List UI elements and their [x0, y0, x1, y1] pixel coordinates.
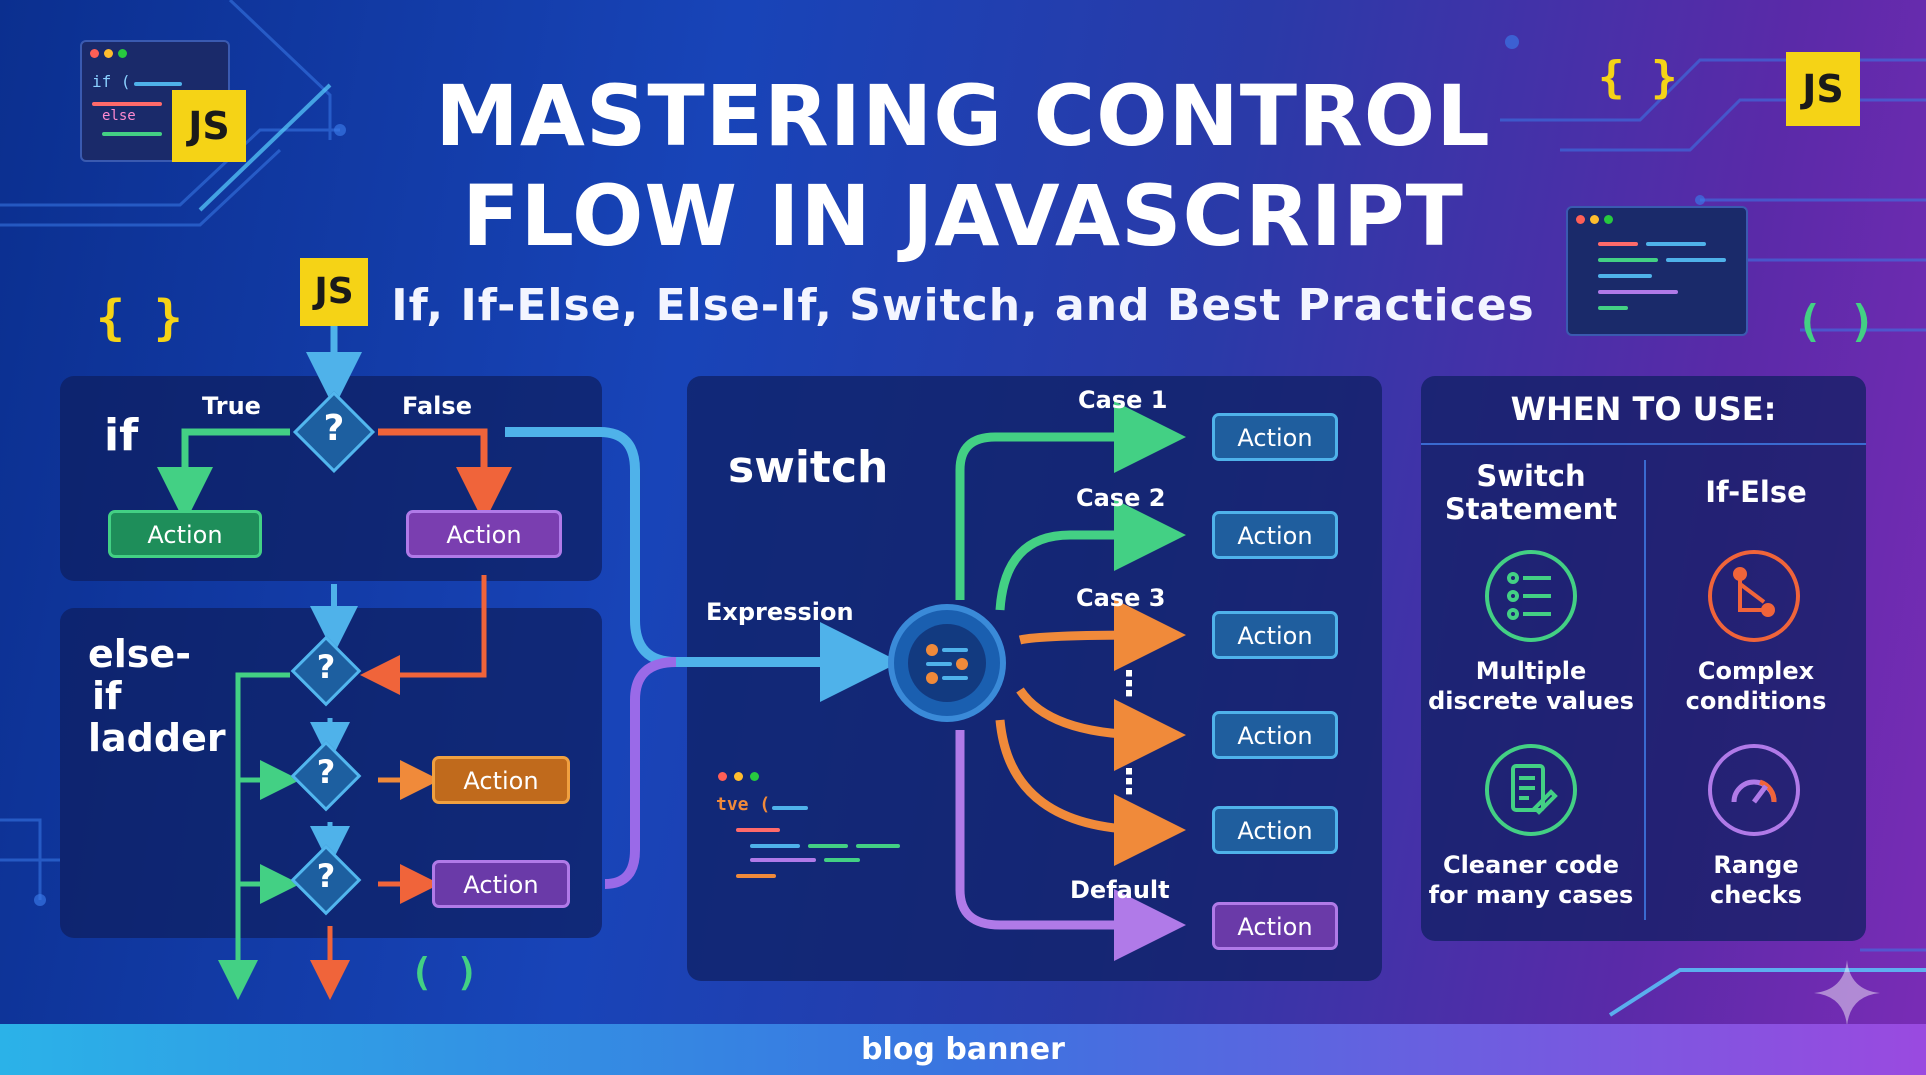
when-to-use-title: WHEN TO USE: — [1510, 390, 1777, 428]
caption-complex-2: conditions — [1685, 687, 1827, 715]
default-label: Default — [1070, 876, 1170, 904]
switch-statement-title-1: Switch — [1476, 459, 1586, 493]
switch-hub — [888, 604, 1006, 722]
branch-icon — [1708, 550, 1800, 642]
js-badge-topright: JS — [1786, 52, 1860, 126]
case-1-label: Case 1 — [1078, 386, 1168, 414]
switch-action-case-3: Action — [1212, 611, 1338, 659]
ellipsis-1: ⋮ — [1112, 664, 1146, 704]
caption-cleaner-2: for many cases — [1428, 881, 1634, 909]
caption-range-1: Range — [1713, 851, 1799, 879]
gauge-icon — [1708, 744, 1800, 836]
sliders-icon — [926, 644, 968, 684]
elseif-mark-2: ? — [316, 753, 336, 791]
document-edit-icon — [1485, 744, 1577, 836]
round-brace-bottom: ( ) — [410, 950, 479, 994]
elseif-mark-1: ? — [316, 648, 336, 686]
code-tve-text: tve ( — [716, 794, 771, 815]
code-else-text: else — [102, 108, 136, 124]
caption-cleaner-1: Cleaner code — [1442, 851, 1620, 879]
caption-multiple-2: discrete values — [1428, 687, 1634, 715]
case-2-label: Case 2 — [1076, 484, 1166, 512]
switch-label: switch — [728, 442, 889, 493]
elseif-mark-3: ? — [316, 857, 336, 895]
title-line-2: FLOW IN JAVASCRIPT — [462, 167, 1464, 265]
list-icon — [1485, 550, 1577, 642]
if-action-false: Action — [406, 510, 562, 558]
ellipsis-2: ⋮ — [1112, 762, 1146, 802]
elseif-label-line-2: if — [92, 674, 122, 718]
title-line-1: MASTERING CONTROL — [435, 67, 1491, 165]
when-divider — [1421, 443, 1866, 445]
switch-action-case-5: Action — [1212, 806, 1338, 854]
sparkle-icon — [1814, 960, 1880, 1026]
true-label: True — [202, 392, 261, 420]
elseif-label-line-3: ladder — [88, 716, 226, 760]
if-action-true: Action — [108, 510, 262, 558]
curly-brace-topright: { } — [1598, 52, 1678, 103]
round-brace-right: ( ) — [1796, 296, 1876, 347]
code-if-text: if ( — [92, 72, 131, 91]
switch-panel — [687, 376, 1382, 981]
if-decision-mark: ? — [323, 408, 345, 449]
caption-complex-1: Complex — [1697, 657, 1815, 685]
when-column-divider — [1644, 460, 1646, 920]
subtitle: If, If-Else, Else-If, Switch, and Best P… — [391, 280, 1535, 331]
curly-brace-left: { } — [96, 290, 183, 346]
footer-text: blog banner — [861, 1032, 1065, 1067]
switch-action-default: Action — [1212, 902, 1338, 950]
js-badge-flow-start: JS — [300, 258, 368, 326]
code-window-right — [1566, 206, 1748, 336]
case-3-label: Case 3 — [1076, 584, 1166, 612]
switch-action-case-4: Action — [1212, 711, 1338, 759]
false-label: False — [402, 392, 472, 420]
ifelse-title: If-Else — [1705, 475, 1807, 509]
elseif-label-line-1: else- — [88, 632, 191, 676]
caption-multiple-1: Multiple — [1475, 657, 1587, 685]
switch-action-case-1: Action — [1212, 413, 1338, 461]
switch-statement-title-2: Statement — [1444, 492, 1618, 526]
caption-range-2: checks — [1709, 881, 1803, 909]
when-to-use-panel — [1421, 376, 1866, 941]
footer-bar — [0, 1024, 1926, 1075]
switch-action-case-2: Action — [1212, 511, 1338, 559]
code-snippet: tve ( — [716, 770, 916, 910]
expression-label: Expression — [706, 598, 854, 626]
if-label: if — [104, 410, 139, 461]
js-badge-topleft: JS — [172, 90, 246, 162]
elseif-action-2: Action — [432, 860, 570, 908]
elseif-action-1: Action — [432, 756, 570, 804]
